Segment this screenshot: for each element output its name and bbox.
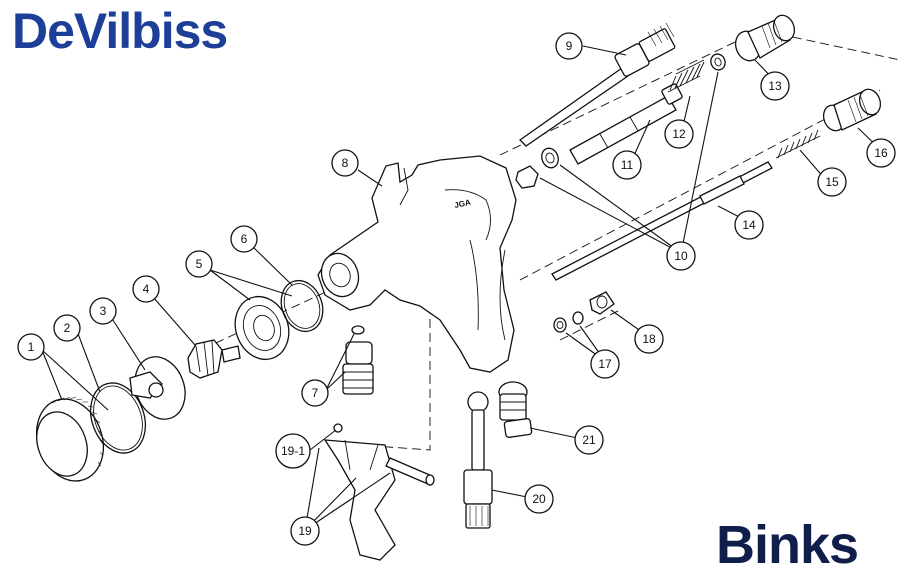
callout-8: 8 (331, 149, 359, 177)
assembly-axis-lines (189, 29, 900, 451)
callout-19: 19 (290, 516, 320, 546)
callout-2-label: 2 (64, 321, 71, 335)
callout-10-label: 10 (674, 249, 688, 263)
part-13-adjusting-knob (734, 14, 796, 62)
part-9-needle (518, 22, 676, 147)
callout-11-label: 11 (621, 158, 634, 172)
part-8-gun-body: JGA (317, 155, 517, 373)
callout-2: 2 (53, 314, 81, 342)
callout-19-label: 19 (298, 524, 312, 538)
part-4-fluid-nozzle (187, 339, 241, 379)
callout-6-label: 6 (241, 232, 248, 246)
callout-21-label: 21 (582, 433, 596, 447)
part-15-spring (775, 129, 821, 159)
callout-7-label: 7 (312, 386, 319, 400)
callout-12: 12 (664, 119, 694, 149)
part-21-air-inlet (498, 381, 533, 438)
part-10-small-parts (515, 53, 726, 189)
callout-11: 11 (612, 150, 642, 180)
part-3-air-cap (129, 356, 186, 420)
callout-19-1: 19-1 (275, 433, 311, 469)
callout-16-label: 16 (874, 146, 888, 160)
callout-4: 4 (132, 275, 160, 303)
callout-16: 16 (866, 138, 896, 168)
callout-15-label: 15 (825, 175, 839, 189)
callout-13-label: 13 (768, 79, 782, 93)
callout-3: 3 (89, 297, 117, 325)
part-17-fittings (553, 311, 584, 333)
callout-7: 7 (301, 379, 329, 407)
callout-17-label: 17 (598, 357, 612, 371)
callout-10: 10 (666, 241, 696, 271)
part-12-spring (667, 59, 705, 93)
callout-15: 15 (817, 167, 847, 197)
callout-12-label: 12 (672, 127, 686, 141)
callout-13: 13 (760, 71, 790, 101)
callout-18: 18 (634, 324, 664, 354)
callout-19-1-label: 19-1 (281, 444, 305, 458)
callout-5-label: 5 (196, 257, 203, 271)
callout-1-label: 1 (28, 340, 35, 354)
binks-logo: Binks (716, 515, 859, 575)
part-5-baffle (234, 295, 290, 361)
part-14-valve-stem (551, 161, 773, 281)
callout-1: 1 (17, 333, 45, 361)
part-1-retaining-ring (36, 396, 104, 482)
part-11-valve (569, 83, 683, 165)
callout-14-label: 14 (742, 218, 756, 232)
callout-6: 6 (230, 225, 258, 253)
part-19-trigger (323, 423, 435, 561)
callout-9-label: 9 (566, 39, 573, 53)
part-6-o-ring (280, 279, 324, 333)
callout-21: 21 (574, 425, 604, 455)
part-18-plug (589, 291, 615, 315)
callout-5: 5 (185, 250, 213, 278)
callout-8-label: 8 (342, 156, 349, 170)
part-20-air-valve (463, 391, 493, 529)
callout-14: 14 (734, 210, 764, 240)
callout-9: 9 (555, 32, 583, 60)
part-16-spreader-knob (822, 88, 882, 132)
callout-20-label: 20 (532, 492, 546, 506)
callout-18-label: 18 (642, 332, 656, 346)
gun-marking-text: JGA (454, 198, 472, 210)
callout-3-label: 3 (100, 304, 107, 318)
callout-4-label: 4 (143, 282, 150, 296)
devilbiss-logo: DeVilbiss (12, 3, 228, 59)
callout-17: 17 (590, 349, 620, 379)
part-2-gasket (89, 382, 147, 454)
callout-20: 20 (524, 484, 554, 514)
part-7-packing-assembly (342, 325, 374, 395)
